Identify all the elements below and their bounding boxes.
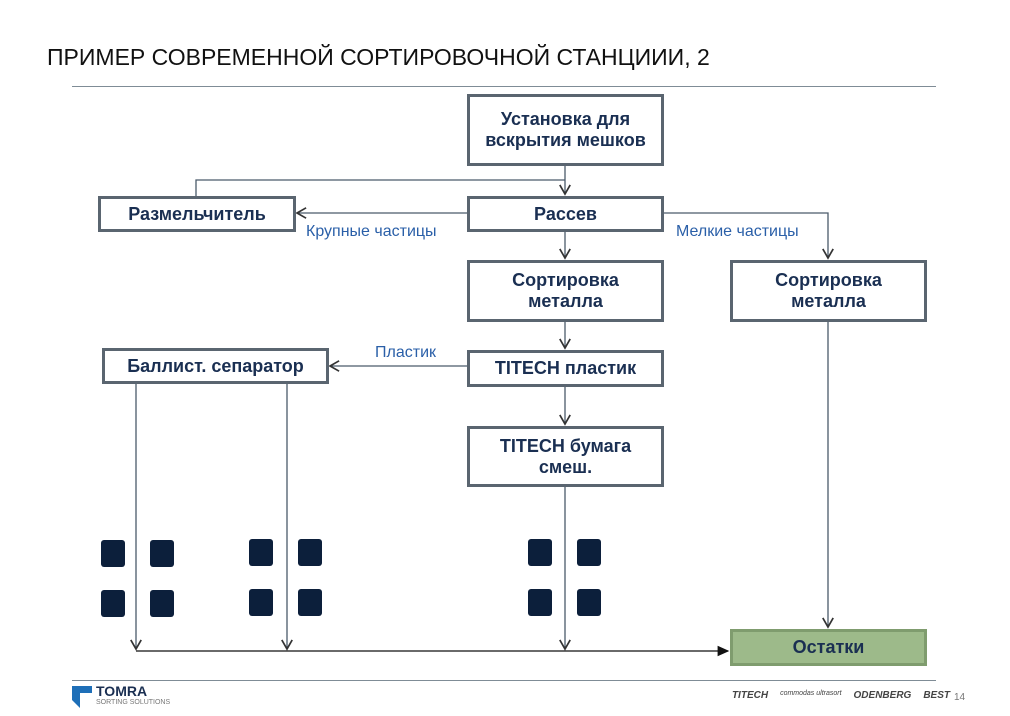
bin-icon [577,539,601,566]
slide-title: ПРИМЕР СОВРЕМЕННОЙ СОРТИРОВОЧНОЙ СТАНЦИИ… [47,44,710,70]
bag-opener-box: Установка для вскрытия мешков [467,94,664,166]
bin-icon [298,539,322,566]
bin-icon [298,589,322,616]
partner-logos: TITECH commodas ultrasort ODENBERG BEST [732,690,950,701]
partner-logo: TITECH [731,690,769,701]
fine-particles-label: Мелкие частицы [676,223,799,240]
bin-icon [150,590,174,617]
metal-sort-center-box: Сортировка металла [467,260,664,322]
tomra-logo-icon [72,686,92,708]
footer-rule [72,680,936,681]
partner-logo: commodas ultrasort [780,690,842,697]
tomra-logo: TOMRA SORTING SOLUTIONS [72,683,171,708]
bin-icon [528,539,552,566]
bin-icon [101,590,125,617]
bin-icon [249,589,273,616]
bin-icon [150,540,174,567]
partner-logo: ODENBERG [853,690,912,701]
titech-plastic-box: TITECH пластик [467,350,664,387]
bin-icon [528,589,552,616]
brand-name: TOMRA [96,683,148,699]
bin-icon [249,539,273,566]
bin-icon [577,589,601,616]
metal-sort-right-box: Сортировка металла [730,260,927,322]
residue-box: Остатки [730,629,927,666]
partner-logo: BEST [923,690,950,701]
page-number: 14 [954,692,966,703]
ballistic-separator-box: Баллист. сепаратор [102,348,329,384]
plastic-label: Пластик [375,344,436,361]
brand-subtitle: SORTING SOLUTIONS [96,699,171,706]
titech-paper-box: TITECH бумага смеш. [467,426,664,487]
shredder-box: Размельчитель [98,196,296,232]
title-rule [72,86,936,87]
coarse-particles-label: Крупные частицы [306,223,437,240]
bin-icon [101,540,125,567]
screening-box: Рассев [467,196,664,232]
